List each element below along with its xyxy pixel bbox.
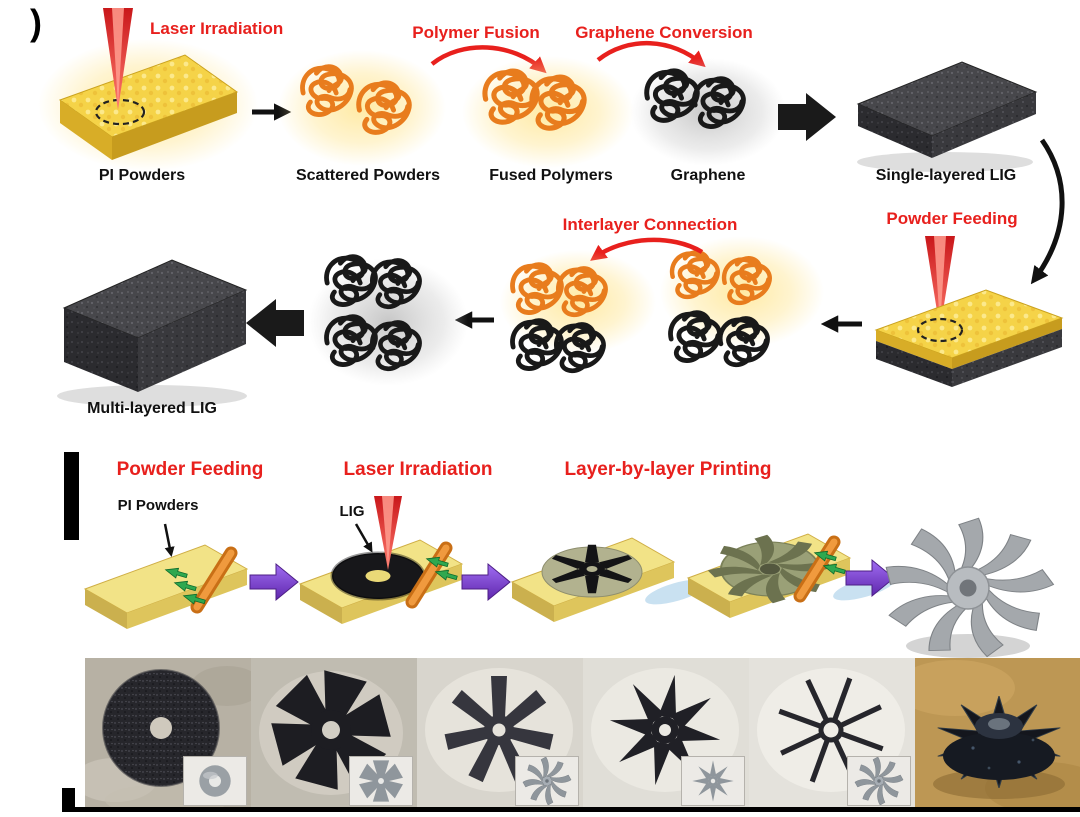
label-powder-feeding-b: Powder Feeding [116, 459, 264, 480]
label-pi-powders-a: PI Powders [98, 167, 186, 184]
purple-arrow-icon [461, 563, 511, 601]
label-graphene: Graphene [670, 167, 746, 184]
curved-arrow-down-icon [1030, 138, 1065, 285]
purple-arrow-icon [249, 563, 299, 601]
slab-powder-feeding [83, 544, 249, 629]
slab-laser-irradiation [298, 539, 464, 624]
model-inset-turbine-2 [848, 755, 910, 807]
label-lig: LIG [339, 503, 365, 520]
photo-finished-turbine [915, 658, 1080, 810]
laser-beam-icon-3 [374, 496, 402, 570]
single-layered-lig-block [856, 61, 1038, 172]
label-laser-irradiation-a: Laser Irradiation [150, 19, 284, 38]
turbine-print [704, 533, 836, 605]
label-layer-by-layer-printing: Layer-by-layer Printing [564, 459, 772, 480]
photo-star-8-blade [583, 658, 749, 810]
powder-feeding-slab [874, 289, 1064, 387]
scattered-powders-art [278, 50, 446, 166]
frame-fragment [62, 788, 75, 812]
slab-turbine-build [686, 533, 852, 618]
label-laser-irradiation-b: Laser Irradiation [343, 459, 493, 480]
graphene-conversion-arrow-icon [596, 41, 706, 68]
fused-polymers-art [462, 56, 634, 168]
interlayer-connection-arrow-icon [590, 237, 704, 261]
block-arrow-right-icon [778, 93, 836, 141]
laser-beam-icon-2 [925, 236, 955, 330]
model-inset-gear [350, 757, 412, 805]
impeller-render [879, 513, 1059, 660]
label-powder-feeding-a: Powder Feeding [886, 209, 1018, 228]
lig-pointer [354, 523, 373, 553]
photo-printed-disc [85, 658, 251, 810]
photo-gear-7-spoke [417, 658, 583, 810]
multilayer-graphene-art [308, 257, 468, 386]
graphene-art [630, 58, 786, 166]
gear-print [550, 544, 634, 594]
model-inset-turbine [516, 755, 578, 807]
multi-layered-lig-block [57, 259, 248, 407]
panel-a-art [38, 8, 1065, 407]
laser-beam-icon [103, 8, 133, 110]
label-pi-powders-b: PI Powders [117, 497, 199, 514]
panel-b-tag-fragment [64, 452, 79, 540]
label-fused-polymers: Fused Polymers [489, 167, 613, 184]
block-arrow-left-icon [246, 299, 304, 347]
panel-a-tag: ) [30, 2, 42, 43]
powder-on-graphene-art [660, 236, 824, 365]
photo-star-8-thin [749, 658, 915, 810]
pi-powders-pointer [163, 523, 175, 557]
bottom-rule [62, 807, 1080, 812]
label-single-layered-lig: Single-layered LIG [875, 167, 1017, 184]
label-scattered-powders: Scattered Powders [295, 167, 441, 184]
label-interlayer-connection: Interlayer Connection [562, 215, 738, 234]
label-polymer-fusion: Polymer Fusion [412, 23, 540, 42]
pi-powder-slab [38, 39, 258, 171]
model-inset-disc [184, 757, 246, 805]
slab-printed-gear [510, 537, 676, 622]
label-multi-layered-lig: Multi-layered LIG [87, 400, 217, 417]
interlayer-merged-stack-art [500, 250, 656, 371]
photo-gear-6-blade [251, 658, 417, 810]
model-inset-star [682, 757, 744, 805]
label-graphene-conversion: Graphene Conversion [575, 23, 753, 42]
panel-b-art [83, 496, 1059, 660]
